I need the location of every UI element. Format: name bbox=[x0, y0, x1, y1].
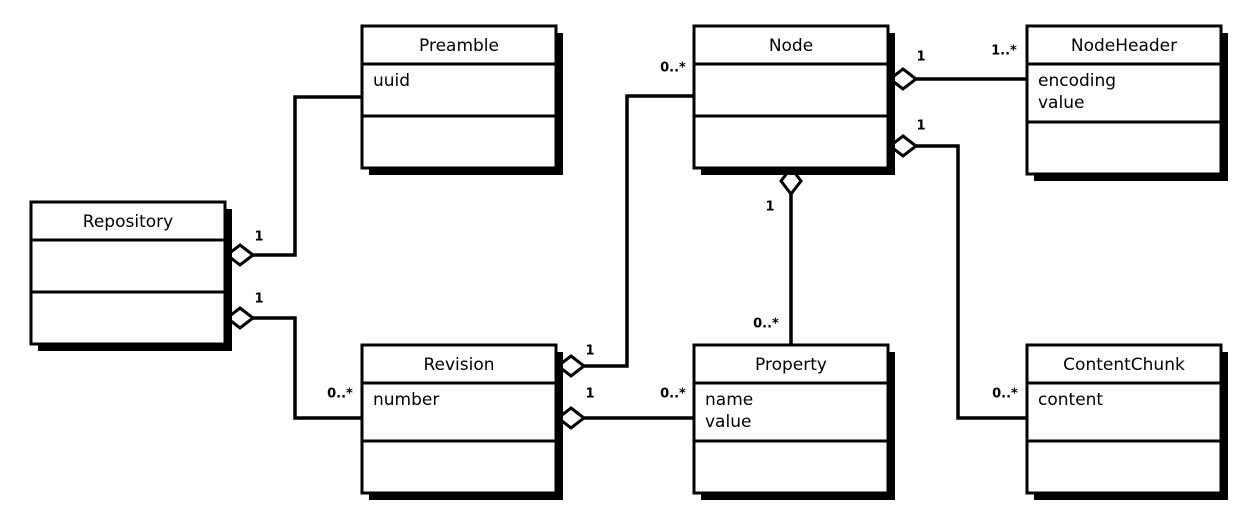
class-attribute: name bbox=[705, 390, 753, 410]
association-node-nodeheader[interactable] bbox=[887, 67, 1027, 91]
multiplicity-label: 1..* bbox=[991, 44, 1017, 59]
multiplicity-label: 0..* bbox=[327, 387, 353, 402]
class-box-preamble[interactable]: Preamble uuid bbox=[360, 24, 563, 175]
multiplicity-label: 1 bbox=[585, 344, 594, 359]
association-revision-node[interactable] bbox=[555, 94, 694, 378]
association-line bbox=[252, 316, 362, 420]
class-attribute: value bbox=[1038, 93, 1084, 113]
class-name: Property bbox=[755, 355, 827, 375]
class-layer: Repository Preamble uuid Node NodeHeader enco… bbox=[29, 24, 1228, 500]
class-box-revision[interactable]: Revision number bbox=[360, 343, 563, 500]
association-node-contentchunk[interactable] bbox=[887, 134, 1027, 420]
class-box-frame bbox=[360, 24, 558, 170]
association-repository-revision[interactable] bbox=[224, 306, 362, 420]
class-box-frame bbox=[692, 24, 890, 170]
multiplicity-label: 1 bbox=[765, 200, 774, 215]
class-name: Revision bbox=[423, 355, 494, 375]
class-attribute: value bbox=[705, 412, 751, 432]
multiplicity-label: 0..* bbox=[660, 387, 686, 402]
class-attribute: number bbox=[373, 390, 439, 410]
class-box-frame bbox=[29, 200, 227, 346]
association-line bbox=[583, 94, 694, 368]
multiplicity-label: 0..* bbox=[660, 61, 686, 76]
association-node-property[interactable] bbox=[779, 165, 803, 345]
multiplicity-label: 1 bbox=[254, 230, 263, 245]
class-name: Preamble bbox=[419, 36, 499, 56]
class-box-frame bbox=[1025, 24, 1223, 176]
multiplicity-layer: 1 1 0..* 1 1..* 1 0..* 1 0..* 1 0..* 1 0..* bbox=[254, 44, 1018, 402]
class-box-frame bbox=[360, 343, 558, 495]
multiplicity-label: 1 bbox=[916, 119, 925, 134]
association-line bbox=[252, 95, 362, 257]
association-revision-property[interactable] bbox=[555, 406, 694, 430]
class-box-frame bbox=[1025, 343, 1223, 495]
multiplicity-label: 1 bbox=[585, 387, 594, 402]
multiplicity-label: 1 bbox=[916, 50, 925, 65]
class-name: ContentChunk bbox=[1063, 355, 1185, 375]
class-attribute: uuid bbox=[373, 71, 410, 91]
multiplicity-label: 1 bbox=[254, 292, 263, 307]
multiplicity-label: 0..* bbox=[992, 387, 1018, 402]
class-box-node[interactable]: Node bbox=[692, 24, 895, 175]
class-box-contentchunk[interactable]: ContentChunk content bbox=[1025, 343, 1228, 500]
association-repository-preamble[interactable] bbox=[224, 95, 362, 267]
class-name: Repository bbox=[83, 212, 173, 232]
class-box-frame bbox=[692, 343, 890, 495]
multiplicity-label: 0..* bbox=[753, 317, 779, 332]
class-name: NodeHeader bbox=[1071, 36, 1177, 56]
class-box-repository[interactable]: Repository bbox=[29, 200, 232, 351]
association-layer bbox=[224, 67, 1027, 430]
class-attribute: content bbox=[1038, 390, 1103, 410]
association-line bbox=[915, 144, 1027, 420]
class-attribute: encoding bbox=[1038, 71, 1116, 91]
class-name: Node bbox=[769, 36, 813, 56]
